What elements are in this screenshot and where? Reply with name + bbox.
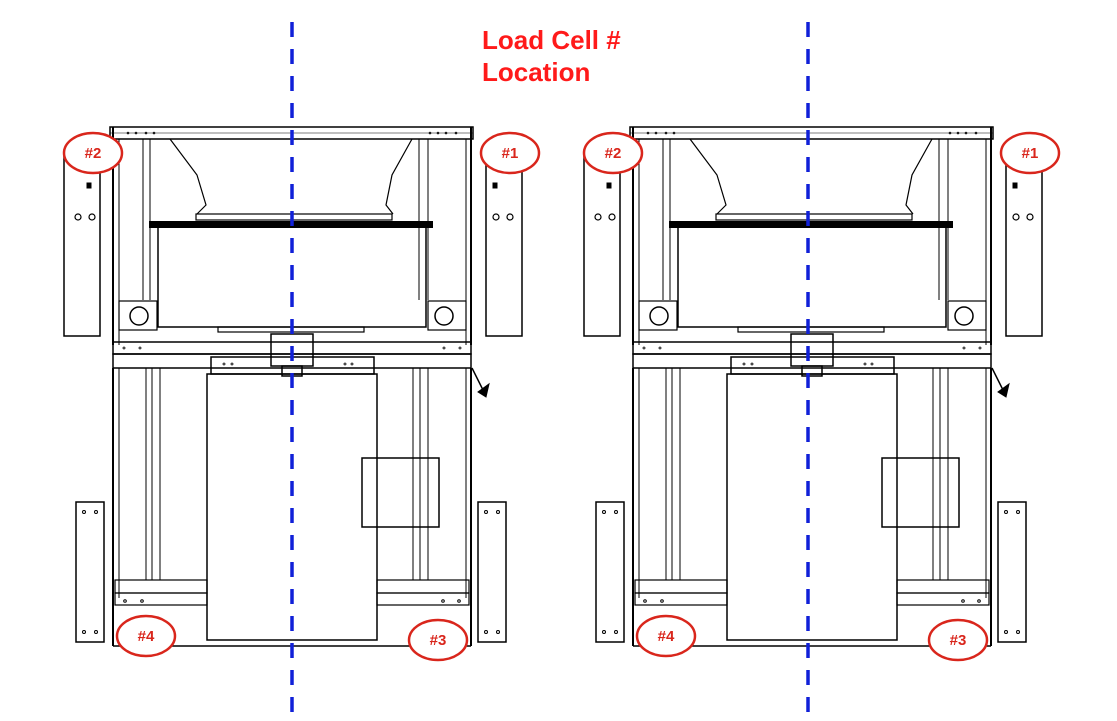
mid-rail-lower bbox=[632, 353, 992, 369]
right-top-plate bbox=[1005, 149, 1043, 337]
right-port-bracket bbox=[947, 300, 987, 331]
load-cell-badge-circle bbox=[635, 614, 697, 658]
pan-base bbox=[737, 326, 885, 333]
left-port-bracket bbox=[118, 300, 158, 331]
load-cell-label: #4 bbox=[658, 628, 675, 645]
hopper-left-curve bbox=[169, 138, 207, 215]
junction-box bbox=[361, 457, 440, 528]
load-cell-badge-top-left: #2 bbox=[62, 131, 124, 175]
motor-body bbox=[726, 373, 898, 641]
bottom-rail-right-upper bbox=[376, 579, 470, 594]
left-top-plate bbox=[63, 149, 101, 337]
left-bottom-plate bbox=[75, 501, 105, 643]
right-bottom-plate bbox=[997, 501, 1027, 643]
pan-body bbox=[677, 226, 947, 328]
left-top-plate bbox=[583, 149, 621, 337]
hopper-right-curve bbox=[905, 138, 933, 215]
coupling-shaft bbox=[801, 365, 823, 377]
hopper-lip bbox=[195, 213, 393, 221]
load-cell-badge-bottom-left: #4 bbox=[115, 614, 177, 658]
load-cell-badge-circle bbox=[407, 618, 469, 662]
load-cell-label: #2 bbox=[605, 145, 622, 162]
load-cell-label: #2 bbox=[85, 145, 102, 162]
bottom-rail-right-upper bbox=[896, 579, 990, 594]
bottom-rail-left-upper bbox=[634, 579, 728, 594]
bottom-rail-left-upper bbox=[114, 579, 208, 594]
machine-unit-1: #2 #1 #4 #3 bbox=[62, 126, 541, 662]
left-port bbox=[649, 306, 669, 326]
bottom-rail-right-lower bbox=[376, 592, 470, 606]
right-port bbox=[434, 306, 454, 326]
load-cell-badge-circle bbox=[115, 614, 177, 658]
load-cell-badge-bottom-right: #3 bbox=[927, 618, 989, 662]
load-cell-badge-circle bbox=[479, 131, 541, 175]
rotation-arrow-shaft bbox=[991, 367, 1005, 393]
load-cell-badge-circle bbox=[62, 131, 124, 175]
load-cell-label: #1 bbox=[1022, 145, 1039, 162]
load-cell-label: #1 bbox=[502, 145, 519, 162]
load-cell-badge-bottom-left: #4 bbox=[635, 614, 697, 658]
right-port bbox=[954, 306, 974, 326]
load-cell-badge-top-left: #2 bbox=[582, 131, 644, 175]
load-cell-badge-bottom-right: #3 bbox=[407, 618, 469, 662]
mid-rail-upper bbox=[632, 341, 992, 355]
right-top-plate bbox=[485, 149, 523, 337]
rotation-arrow-head bbox=[477, 382, 490, 398]
left-bottom-plate bbox=[595, 501, 625, 643]
hopper-left-curve bbox=[689, 138, 727, 215]
title-line-1: Load Cell # bbox=[482, 25, 621, 55]
load-cell-label: #3 bbox=[950, 632, 967, 649]
load-cell-label: #4 bbox=[138, 628, 155, 645]
title-line-2: Location bbox=[482, 57, 591, 87]
hopper-lip bbox=[715, 213, 913, 221]
diagram-title: Load Cell # Location bbox=[482, 24, 621, 88]
load-cell-badge-top-right: #1 bbox=[999, 131, 1061, 175]
load-cell-label: #3 bbox=[430, 632, 447, 649]
right-port-bracket bbox=[427, 300, 467, 331]
hopper-right-curve bbox=[385, 138, 413, 215]
center-coupling bbox=[790, 333, 834, 367]
load-cell-badge-circle bbox=[999, 131, 1061, 175]
left-port bbox=[129, 306, 149, 326]
load-cell-badge-top-right: #1 bbox=[479, 131, 541, 175]
rotation-arrow-shaft bbox=[471, 367, 485, 393]
bottom-rail-right-lower bbox=[896, 592, 990, 606]
load-cell-badge-circle bbox=[582, 131, 644, 175]
left-port-bracket bbox=[638, 300, 678, 331]
load-cell-badge-circle bbox=[927, 618, 989, 662]
junction-box bbox=[881, 457, 960, 528]
bottom-rail-left-lower bbox=[114, 592, 208, 606]
machine-unit-2: #2 #1 #4 #3 bbox=[582, 126, 1061, 662]
right-bottom-plate bbox=[477, 501, 507, 643]
rotation-arrow-head bbox=[997, 382, 1010, 398]
bottom-rail-left-lower bbox=[634, 592, 728, 606]
